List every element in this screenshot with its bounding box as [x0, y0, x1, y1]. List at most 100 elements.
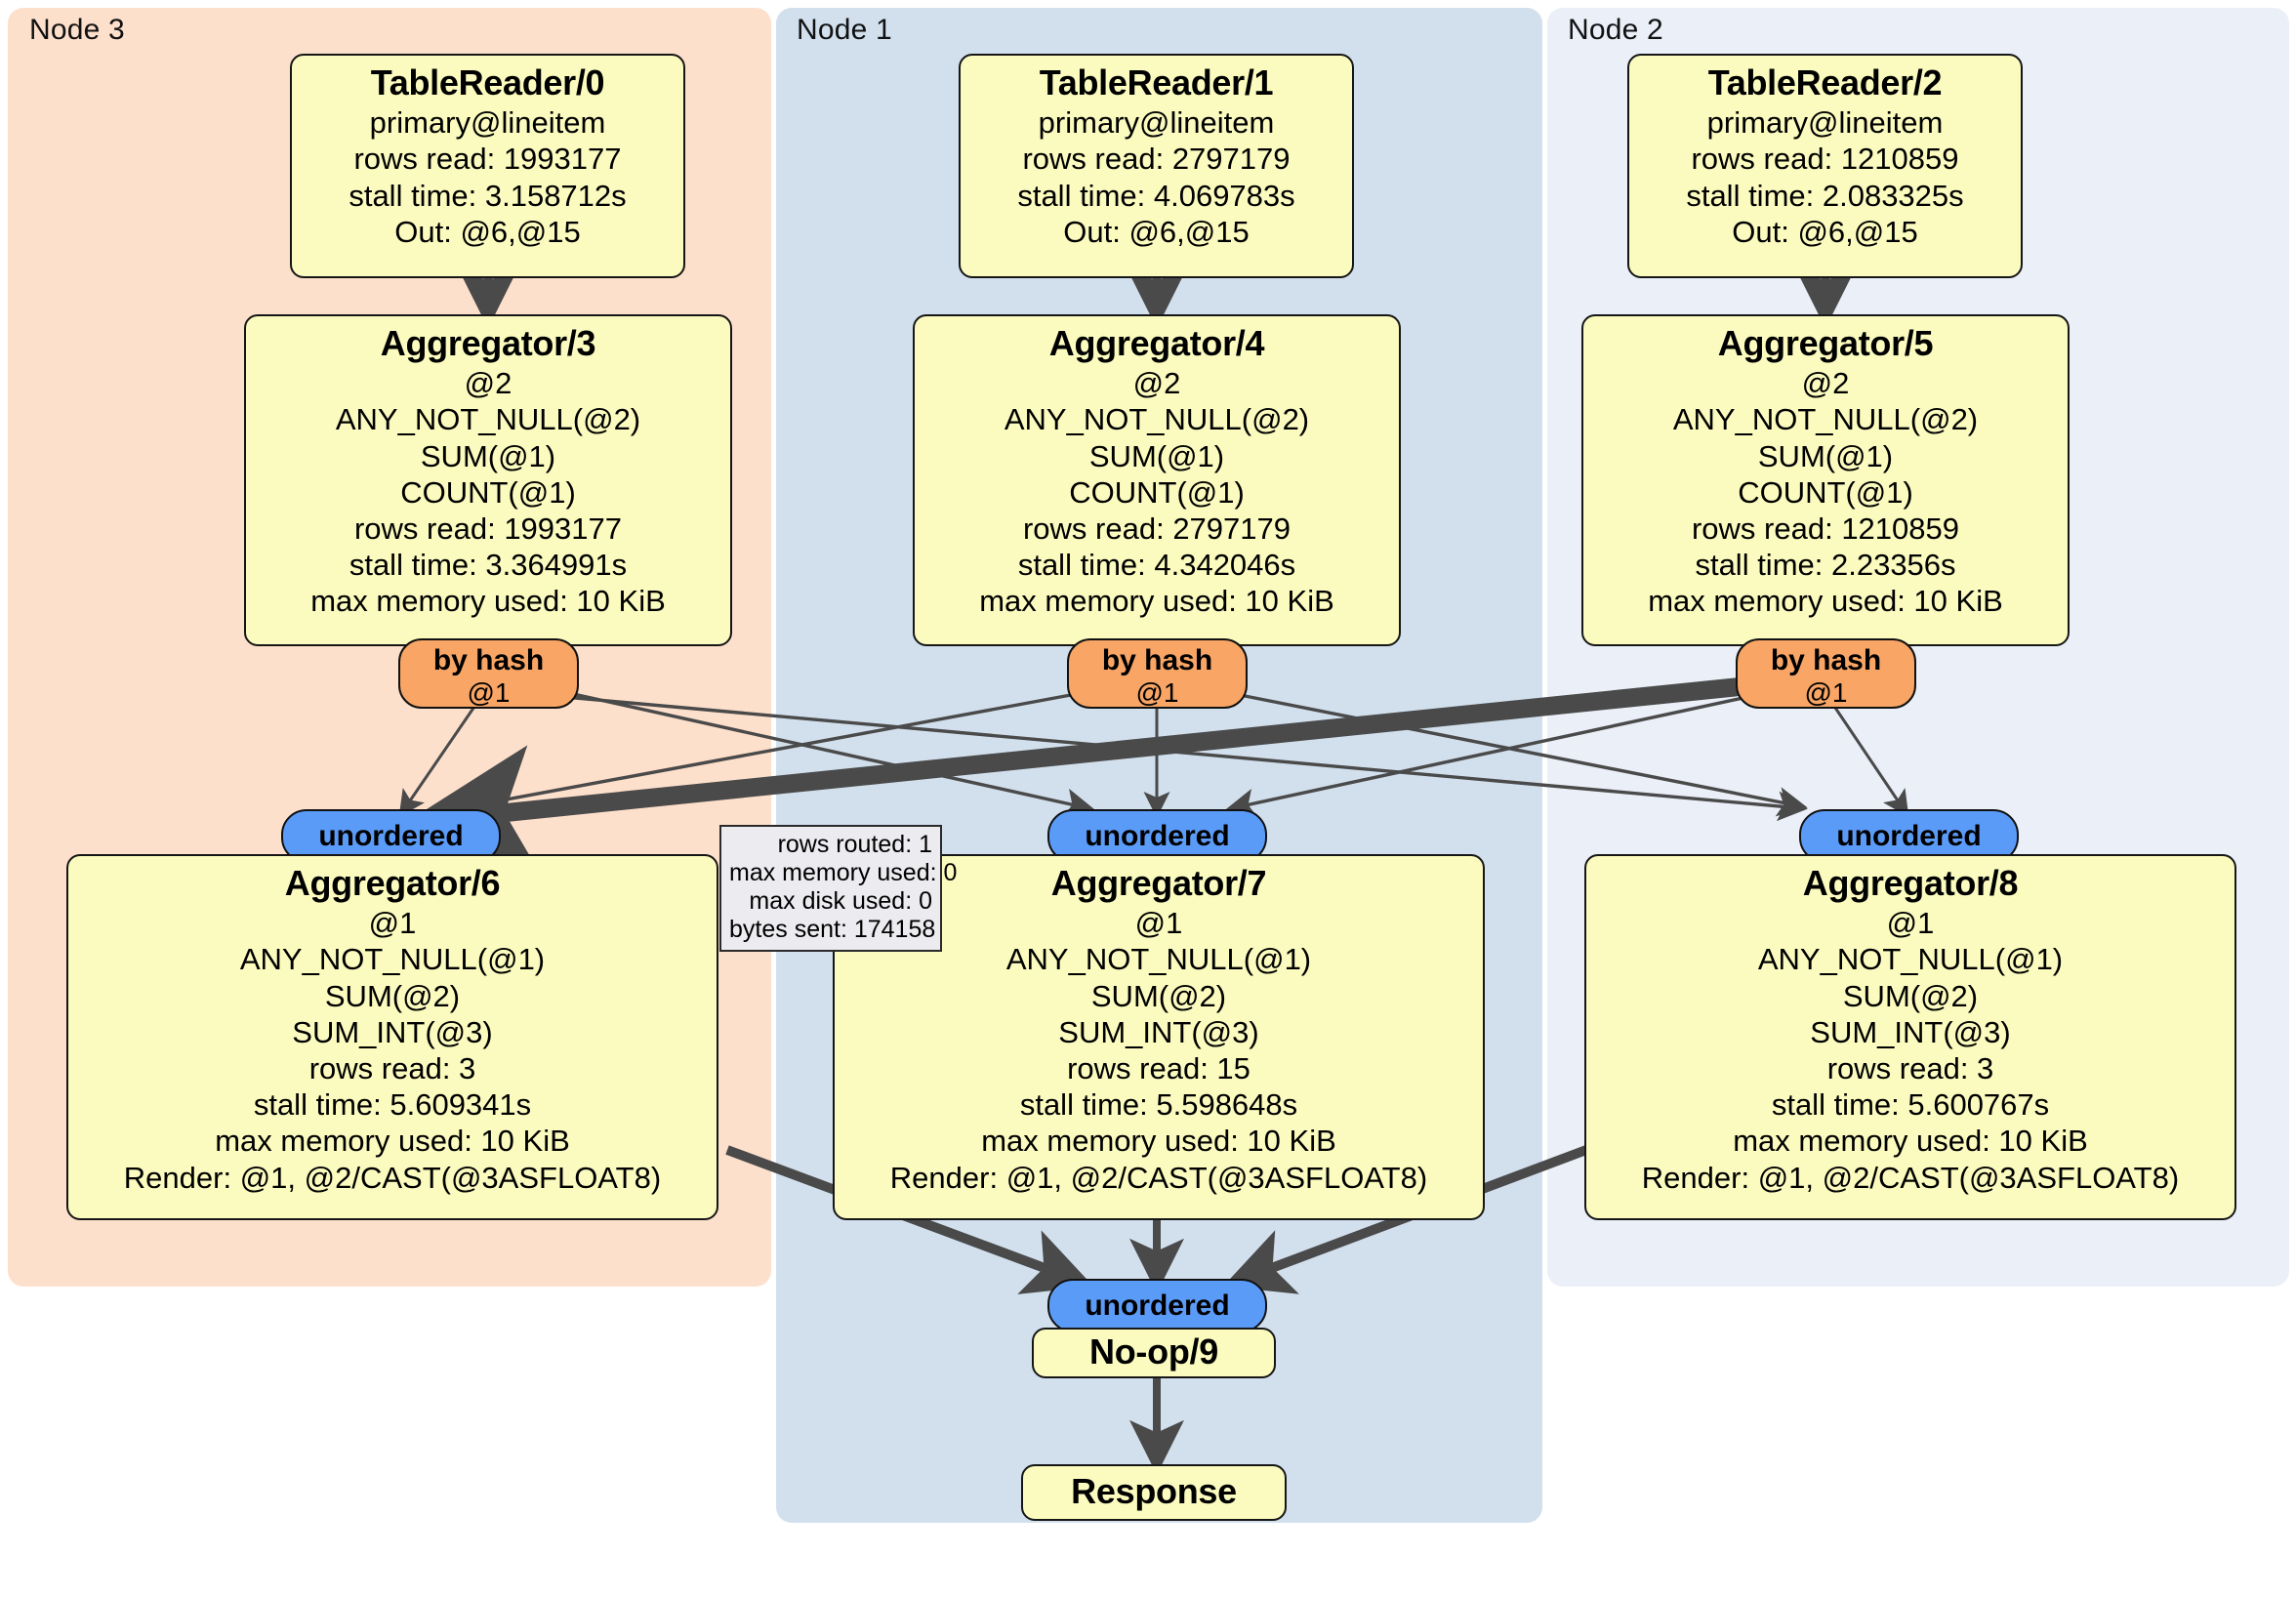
- processor-detail: rows read: 3: [1826, 1050, 1994, 1085]
- processor-detail: SUM(@1): [420, 438, 556, 473]
- processor-title: Aggregator/4: [1048, 323, 1265, 363]
- receiver-label: unordered: [1085, 1289, 1230, 1322]
- processor-detail: stall time: 4.342046s: [1017, 548, 1296, 583]
- processor-title: Aggregator/6: [284, 863, 501, 903]
- receiver-unordered-node-2[interactable]: unordered: [1799, 809, 2019, 863]
- processor-detail: SUM(@1): [1088, 438, 1225, 473]
- processor-detail: rows read: 1210859: [1691, 142, 1959, 177]
- processor-title: Aggregator/8: [1802, 863, 2019, 903]
- processor-detail: max memory used: 10 KiB: [310, 584, 666, 619]
- processor-detail: max memory used: 10 KiB: [979, 584, 1334, 619]
- processor-detail: rows read: 2797179: [1022, 511, 1292, 546]
- processor-detail: stall time: 5.598648s: [1019, 1087, 1298, 1123]
- router-column: @1: [1804, 676, 1848, 708]
- processor-detail: stall time: 2.083325s: [1686, 178, 1964, 213]
- receiver-label: unordered: [1836, 819, 1982, 852]
- processor-aggregator-6[interactable]: Aggregator/6 @1 ANY_NOT_NULL(@1) SUM(@2)…: [66, 854, 718, 1220]
- processor-detail: stall time: 3.364991s: [348, 548, 628, 583]
- router-column: @1: [1135, 676, 1179, 708]
- processor-detail: COUNT(@1): [1738, 474, 1913, 510]
- processor-title: Aggregator/3: [380, 323, 596, 363]
- stat-bytes-sent: bytes sent: 174158: [729, 916, 936, 943]
- processor-detail: rows read: 3: [308, 1050, 476, 1085]
- panel-label-node-1: Node 1: [797, 14, 892, 46]
- processor-detail: max memory used: 10 KiB: [1648, 584, 2003, 619]
- processor-detail: rows read: 1210859: [1691, 511, 1960, 546]
- processor-response[interactable]: Response: [1021, 1464, 1287, 1521]
- receiver-label: unordered: [318, 819, 464, 852]
- processor-table-reader-1[interactable]: TableReader/1 primary@lineitem rows read…: [959, 54, 1354, 278]
- processor-title: TableReader/1: [1039, 62, 1274, 102]
- receiver-unordered-final[interactable]: unordered: [1047, 1279, 1267, 1332]
- processor-detail: SUM(@2): [1090, 978, 1227, 1013]
- receiver-unordered-node-1[interactable]: unordered: [1047, 809, 1267, 863]
- processor-detail: primary@lineitem: [369, 105, 606, 141]
- processor-aggregator-4[interactable]: Aggregator/4 @2 ANY_NOT_NULL(@2) SUM(@1)…: [913, 314, 1401, 646]
- processor-aggregator-5[interactable]: Aggregator/5 @2 ANY_NOT_NULL(@2) SUM(@1)…: [1581, 314, 2070, 646]
- router-title: by hash: [432, 644, 545, 676]
- processor-detail: stall time: 4.069783s: [1017, 178, 1295, 213]
- processor-title: Aggregator/7: [1050, 863, 1267, 903]
- router-title: by hash: [1770, 644, 1882, 676]
- processor-detail: ANY_NOT_NULL(@2): [1004, 402, 1310, 437]
- processor-detail: stall time: 3.158712s: [348, 178, 627, 213]
- processor-detail: stall time: 5.600767s: [1771, 1087, 2050, 1123]
- processor-detail: ANY_NOT_NULL(@1): [1757, 942, 2064, 977]
- processor-title: Response: [1071, 1471, 1237, 1512]
- router-title: by hash: [1101, 644, 1213, 676]
- stat-max-disk-used: max disk used: 0: [749, 887, 932, 915]
- stat-max-memory-used: max memory used: 0: [729, 859, 958, 886]
- router-by-hash-node-1[interactable]: by hash @1: [1067, 638, 1248, 709]
- processor-detail: SUM_INT(@3): [1810, 1014, 2011, 1049]
- processor-detail: Render: @1, @2/CAST(@3ASFLOAT8): [889, 1160, 1428, 1195]
- processor-detail: primary@lineitem: [1706, 105, 1944, 141]
- processor-detail: @2: [1801, 366, 1850, 401]
- processor-detail: rows read: 2797179: [1022, 142, 1291, 177]
- processor-detail: ANY_NOT_NULL(@1): [239, 942, 546, 977]
- processor-detail: Out: @6,@15: [1732, 214, 1918, 249]
- processor-detail: @2: [464, 366, 512, 401]
- processor-detail: stall time: 5.609341s: [253, 1087, 532, 1123]
- processor-detail: max memory used: 10 KiB: [215, 1124, 570, 1159]
- processor-aggregator-8[interactable]: Aggregator/8 @1 ANY_NOT_NULL(@1) SUM(@2)…: [1584, 854, 2236, 1220]
- processor-detail: SUM(@2): [1842, 978, 1979, 1013]
- processor-table-reader-2[interactable]: TableReader/2 primary@lineitem rows read…: [1627, 54, 2023, 278]
- processor-detail: COUNT(@1): [1069, 474, 1245, 510]
- processor-detail: SUM(@2): [324, 978, 461, 1013]
- processor-detail: ANY_NOT_NULL(@2): [1672, 402, 1979, 437]
- processor-detail: max memory used: 10 KiB: [1733, 1124, 2088, 1159]
- processor-table-reader-0[interactable]: TableReader/0 primary@lineitem rows read…: [290, 54, 685, 278]
- processor-detail: SUM_INT(@3): [292, 1014, 493, 1049]
- processor-detail: Render: @1, @2/CAST(@3ASFLOAT8): [1641, 1160, 2180, 1195]
- router-by-hash-node-2[interactable]: by hash @1: [1736, 638, 1916, 709]
- processor-detail: SUM_INT(@3): [1058, 1014, 1259, 1049]
- router-column: @1: [467, 676, 511, 708]
- stat-rows-routed: rows routed: 1: [777, 831, 932, 858]
- processor-detail: @1: [368, 906, 417, 941]
- processor-detail: @1: [1886, 906, 1935, 941]
- processor-detail: stall time: 2.23356s: [1695, 548, 1956, 583]
- processor-detail: ANY_NOT_NULL(@1): [1005, 942, 1312, 977]
- processor-aggregator-3[interactable]: Aggregator/3 @2 ANY_NOT_NULL(@2) SUM(@1)…: [244, 314, 732, 646]
- processor-detail: max memory used: 10 KiB: [981, 1124, 1336, 1159]
- processor-no-op-9[interactable]: No-op/9: [1032, 1328, 1276, 1378]
- processor-detail: Render: @1, @2/CAST(@3ASFLOAT8): [123, 1160, 662, 1195]
- processor-detail: primary@lineitem: [1038, 105, 1275, 141]
- processor-detail: @1: [1134, 906, 1183, 941]
- processor-title: TableReader/0: [370, 62, 605, 102]
- processor-detail: rows read: 15: [1067, 1050, 1250, 1085]
- processor-detail: SUM(@1): [1757, 438, 1894, 473]
- processor-detail: Out: @6,@15: [1063, 214, 1250, 249]
- processor-detail: rows read: 1993177: [353, 142, 622, 177]
- router-by-hash-node-3[interactable]: by hash @1: [398, 638, 579, 709]
- processor-detail: @2: [1132, 366, 1181, 401]
- processor-detail: rows read: 1993177: [353, 511, 623, 546]
- processor-detail: Out: @6,@15: [394, 214, 581, 249]
- processor-detail: ANY_NOT_NULL(@2): [335, 402, 641, 437]
- panel-label-node-2: Node 2: [1568, 14, 1663, 46]
- processor-title: TableReader/2: [1707, 62, 1943, 102]
- panel-label-node-3: Node 3: [29, 14, 125, 46]
- processor-title: No-op/9: [1089, 1331, 1218, 1372]
- stream-stats-tooltip: rows routed: 1 max memory used: 0 max di…: [719, 825, 958, 952]
